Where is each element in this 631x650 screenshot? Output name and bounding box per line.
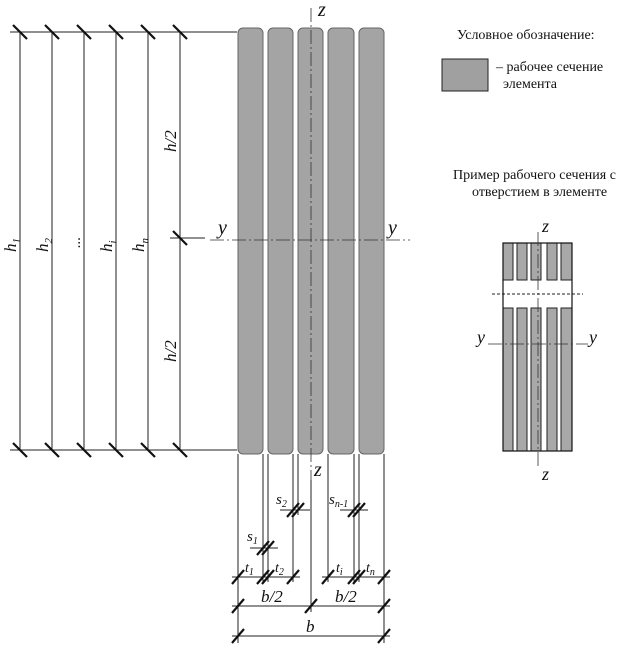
b-half-tick-left <box>231 598 245 614</box>
h1-label: h1 <box>1 238 23 252</box>
h-half-tick-bottom <box>172 442 188 458</box>
t-tick-1 <box>231 569 245 585</box>
t-tick-8 <box>377 569 391 585</box>
example-title-line2: отверстием в элементе <box>472 185 607 200</box>
sn1-label: sn-1 <box>329 492 348 510</box>
b-tick-left <box>231 628 245 644</box>
s1-tick-a <box>256 540 270 556</box>
hdots-tick-top <box>76 24 92 40</box>
example-title-line1: Пример рабочего сечения с <box>453 168 616 183</box>
sn1-tick-b <box>352 502 366 518</box>
legend-title: Условное обозначение: <box>457 28 595 43</box>
ti-label: ti <box>336 561 343 578</box>
h-half-tick-middle <box>172 230 188 246</box>
example-top-plank-4 <box>546 242 558 281</box>
t-tick-7 <box>352 569 366 585</box>
plank-2 <box>267 27 294 455</box>
h2-label: h2 <box>33 238 55 253</box>
h-half-bottom-label: h/2 <box>161 340 180 362</box>
example-outline <box>502 242 573 452</box>
hi-tick-top <box>108 24 124 40</box>
example-y-right-label: y <box>587 327 597 347</box>
example-bottom-plank-3 <box>530 307 542 452</box>
example-top-plank-5 <box>560 242 573 281</box>
example-top-plank-1 <box>502 242 514 281</box>
h-half-tick-top <box>172 24 188 40</box>
legend-line1: – рабочее сечение <box>495 60 603 75</box>
legend-swatch <box>441 58 489 92</box>
hi-label: hi <box>97 240 119 252</box>
h2-tick-top <box>44 24 60 40</box>
example-top-plank-3 <box>530 242 542 281</box>
y-left-label: y <box>216 217 227 239</box>
b-half-left-label: b/2 <box>261 587 283 606</box>
legend-line2: элемента <box>503 77 558 92</box>
s2-tick-a <box>286 502 300 518</box>
b-half-right-label: b/2 <box>335 587 357 606</box>
t-tick-5 <box>321 569 335 585</box>
planks <box>237 27 385 455</box>
height-dimensions: h1 h2 ... hi hn h/2 h/2 <box>1 24 237 458</box>
plank-4 <box>327 27 355 455</box>
example-z-bottom-label: z <box>541 464 549 484</box>
b-half-tick-right <box>377 598 391 614</box>
plank-3 <box>297 27 324 455</box>
t-tick-3 <box>261 569 275 585</box>
hdots-tick-bottom <box>76 442 92 458</box>
s2-tick-b <box>291 502 305 518</box>
h2-tick-bottom <box>44 442 60 458</box>
hi-tick-bottom <box>108 442 124 458</box>
t-tick-2 <box>256 569 270 585</box>
example-bottom-plank-4 <box>546 307 558 452</box>
example-bottom-plank-1 <box>502 307 514 452</box>
s1-label: s1 <box>247 529 258 547</box>
example-bottom-plank-2 <box>516 307 528 452</box>
y-right-label: y <box>386 217 397 239</box>
t-tick-6 <box>347 569 361 585</box>
h1-tick-bottom <box>12 442 28 458</box>
hn-tick-bottom <box>140 442 156 458</box>
t1-label: t1 <box>245 561 254 578</box>
tn-label: tn <box>366 561 375 578</box>
s1-tick-b <box>261 540 275 556</box>
t2-label: t2 <box>275 561 284 578</box>
sn1-tick-a <box>347 502 361 518</box>
b-half-tick-mid <box>304 598 318 614</box>
example-section: Пример рабочего сечения с отверстием в э… <box>453 168 616 484</box>
plank-1 <box>237 27 264 455</box>
h1-tick-top <box>12 24 28 40</box>
example-bottom-plank-5 <box>560 307 573 452</box>
b-tick-right <box>377 628 391 644</box>
s2-label: s2 <box>276 492 287 510</box>
h-half-top-label: h/2 <box>161 130 180 152</box>
hn-tick-top <box>140 24 156 40</box>
legend: Условное обозначение: – рабочее сечение … <box>441 28 603 92</box>
z-top-label: z <box>317 0 326 21</box>
hn-label: hn <box>129 238 151 253</box>
z-bottom-label: z <box>313 459 322 481</box>
example-top-plank-2 <box>516 242 528 281</box>
example-y-left-label: y <box>475 327 485 347</box>
section-axes: z z y y <box>210 0 410 481</box>
t-tick-4 <box>286 569 300 585</box>
hdots-label: ... <box>68 237 84 248</box>
b-label: b <box>306 617 315 636</box>
width-dimensions: s2 sn-1 s1 t1 t2 ti tn b/2 b/2 b <box>231 454 391 644</box>
example-z-top-label: z <box>541 216 549 236</box>
plank-5 <box>358 27 385 455</box>
